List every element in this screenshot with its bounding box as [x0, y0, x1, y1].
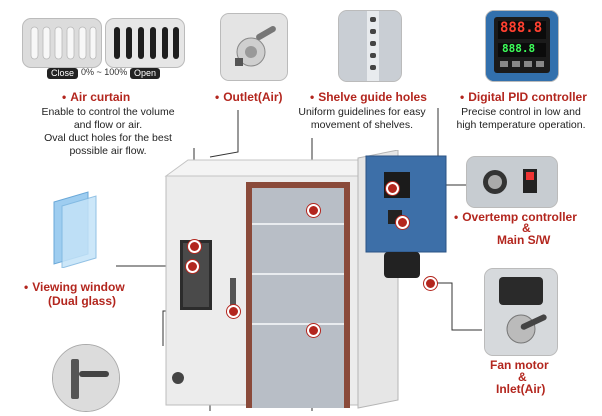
- viewing-window-marker: [186, 260, 199, 273]
- open-label: Open: [130, 68, 161, 79]
- shelve-guide-marker: [307, 204, 320, 217]
- fan-motor-connector: [430, 282, 482, 331]
- pid-title: •Digital PID controller: [460, 90, 587, 104]
- fan-motor-title: Fan motor: [490, 358, 549, 372]
- dual-glass-image: [48, 190, 102, 269]
- fan-motor-amp: &: [518, 370, 527, 384]
- pid-sv-display: 888.8: [502, 42, 536, 55]
- shelve-guide-description: Uniform guidelines for easy movement of …: [298, 106, 426, 131]
- air-curtain-marker: [188, 240, 201, 253]
- fan-motor-image: [484, 268, 558, 356]
- overtemp-image: [466, 156, 558, 208]
- overtemp-amp: &: [522, 221, 531, 235]
- pid-pv-display: 888.8: [500, 20, 543, 36]
- air-curtain-description: Enable to control the volume and flow or…: [41, 106, 175, 157]
- close-label: Close: [47, 68, 79, 79]
- air-curtain-closed-image: [22, 18, 102, 68]
- oven-cabinet-image: [158, 149, 458, 411]
- air-curtain-open-image: [105, 18, 185, 68]
- overtemp-title: •Overtemp controller: [454, 210, 577, 224]
- range-label: 0% ~ 100%: [81, 67, 128, 77]
- shelve-guide-marker-lower: [307, 324, 320, 337]
- outlet-image: [220, 13, 288, 81]
- handle-marker: [227, 305, 240, 318]
- viewing-window-title: •Viewing window: [24, 280, 125, 294]
- viewing-window-subtitle: (Dual glass): [48, 294, 117, 308]
- fan-motor-title-line2: Inlet(Air): [496, 382, 546, 396]
- overtemp-title-line2: Main S/W: [497, 233, 551, 247]
- outlet-connector: [209, 110, 239, 158]
- shelve-guide-title: •Shelve guide holes: [310, 90, 427, 104]
- pid-description: Precise control in low and high temperat…: [456, 106, 586, 131]
- air-curtain-title: •Air curtain: [62, 90, 131, 104]
- pid-marker: [386, 182, 399, 195]
- shelve-guide-image: [338, 10, 402, 82]
- door-handle-image: [52, 344, 120, 412]
- outlet-title: •Outlet(Air): [215, 90, 283, 104]
- pid-controller-image: 888.8 888.8: [485, 10, 559, 82]
- overtemp-marker: [396, 216, 409, 229]
- fan-motor-marker: [424, 277, 437, 290]
